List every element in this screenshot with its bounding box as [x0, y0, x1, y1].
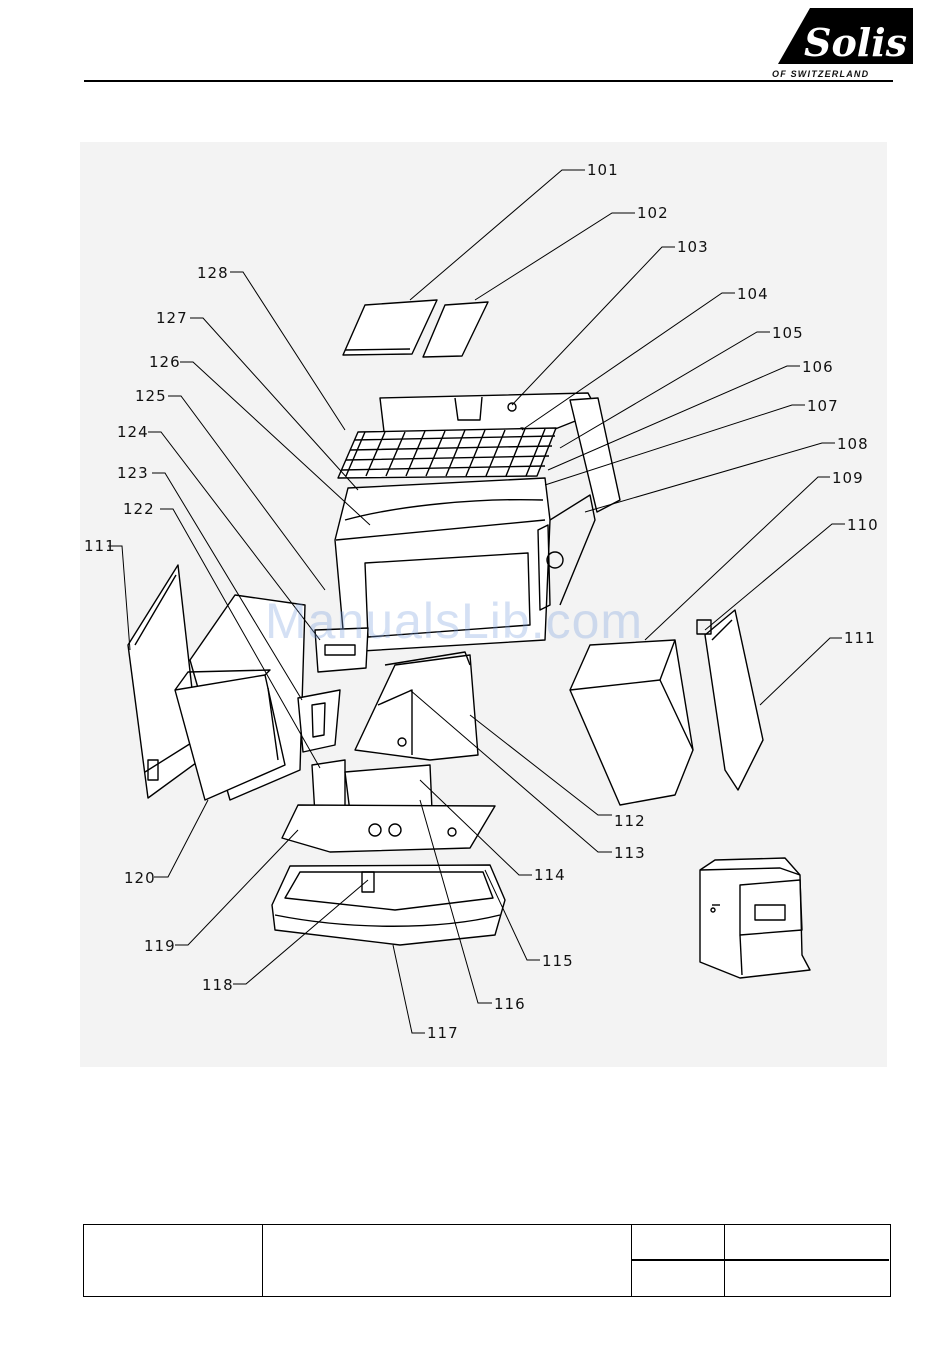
part-label-119: 119 — [144, 937, 176, 955]
part-label-125: 125 — [135, 387, 167, 405]
part-label-122: 122 — [123, 500, 155, 518]
leader-102 — [475, 213, 635, 300]
part-111-right-panel — [697, 610, 763, 790]
leader-109 — [645, 477, 830, 640]
part-label-123: 123 — [117, 464, 149, 482]
part-label-113: 113 — [614, 844, 646, 862]
leader-120 — [154, 800, 208, 877]
part-label-115: 115 — [542, 952, 574, 970]
part-123-bracket — [298, 690, 340, 752]
leader-117 — [393, 945, 425, 1033]
part-label-124: 124 — [117, 423, 149, 441]
watermark: ManualsLib.com — [265, 592, 643, 650]
title-block-cell-4 — [725, 1225, 889, 1296]
part-label-127: 127 — [156, 309, 188, 327]
part-label-126: 126 — [149, 353, 181, 371]
leader-111-left — [108, 546, 130, 650]
part-label-112: 112 — [614, 812, 646, 830]
part-label-110: 110 — [847, 516, 879, 534]
title-block-divider — [632, 1259, 889, 1261]
part-label-128: 128 — [197, 264, 229, 282]
title-block-cell-2 — [263, 1225, 632, 1296]
leader-125 — [168, 396, 325, 590]
part-128-grille — [338, 428, 556, 478]
part-label-109: 109 — [832, 469, 864, 487]
part-label-111-left: 111 — [84, 537, 116, 555]
part-label-101: 101 — [587, 161, 619, 179]
part-label-120: 120 — [124, 869, 156, 887]
part-label-103: 103 — [677, 238, 709, 256]
part-111-left-panel — [128, 565, 200, 798]
title-block-cell-1 — [84, 1225, 263, 1296]
part-label-102: 102 — [637, 204, 669, 222]
part-112-chute — [355, 652, 478, 760]
part-label-104: 104 — [737, 285, 769, 303]
part-label-114: 114 — [534, 866, 566, 884]
part-101-lid — [343, 300, 437, 355]
part-label-107: 107 — [807, 397, 839, 415]
leader-126 — [180, 362, 370, 525]
leader-101 — [410, 170, 585, 300]
part-label-105: 105 — [772, 324, 804, 342]
leader-110 — [705, 524, 845, 630]
leader-111-right — [760, 638, 842, 705]
part-109-container — [570, 640, 693, 805]
leader-108 — [585, 443, 835, 512]
title-block-cell-3 — [632, 1225, 725, 1296]
leader-127 — [190, 318, 358, 490]
part-117-drip-tray — [272, 865, 505, 945]
part-label-108: 108 — [837, 435, 869, 453]
assembled-machine-thumbnail — [700, 858, 810, 978]
part-label-111-right: 111 — [844, 629, 876, 647]
part-104-side-panel — [570, 398, 620, 512]
leader-128 — [230, 272, 345, 430]
part-label-106: 106 — [802, 358, 834, 376]
part-119-tray-cover — [282, 805, 495, 852]
part-label-118: 118 — [202, 976, 234, 994]
title-block — [83, 1224, 891, 1297]
part-label-116: 116 — [494, 995, 526, 1013]
part-label-117: 117 — [427, 1024, 459, 1042]
